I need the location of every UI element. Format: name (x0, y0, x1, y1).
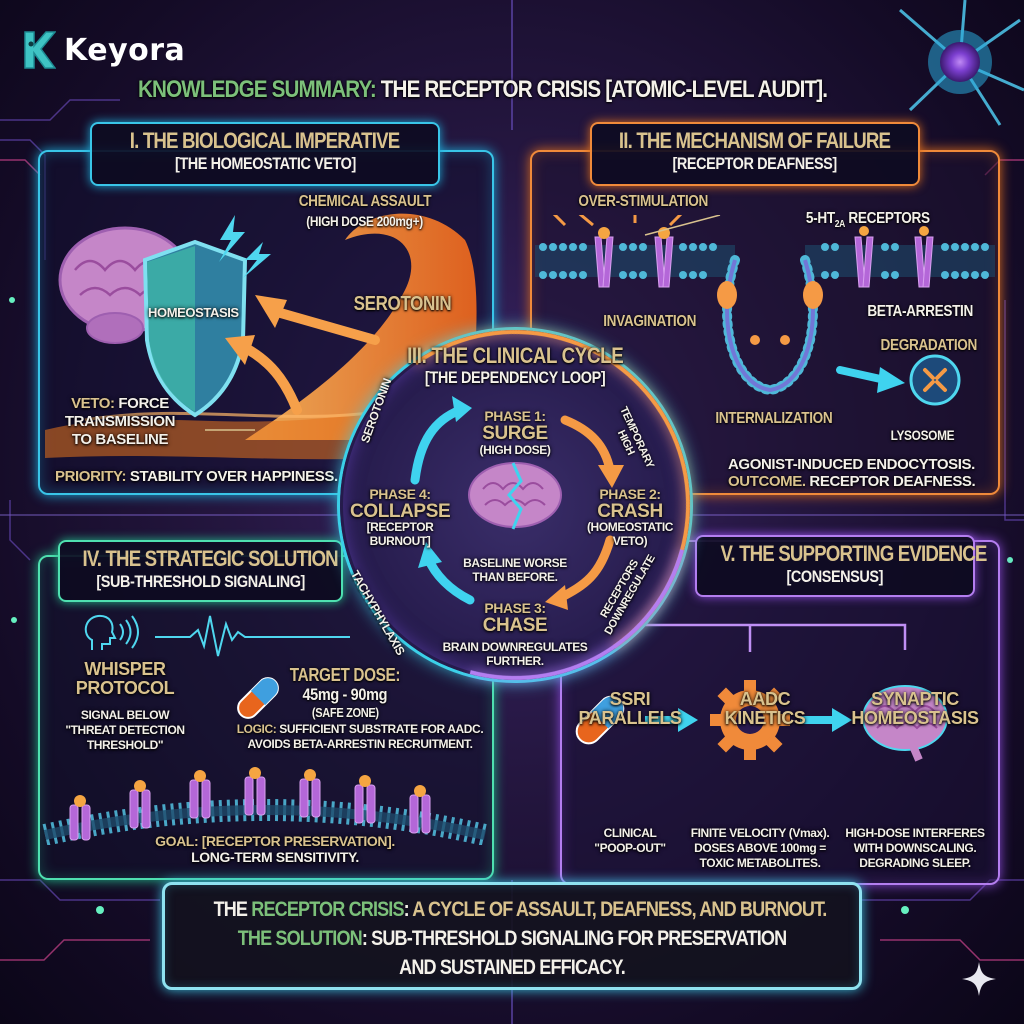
title-main: THE RECEPTOR CRISIS [ATOMIC-LEVEL AUDIT]… (375, 76, 828, 103)
phase-3-note: BRAIN DOWNREGULATES FURTHER. (442, 640, 588, 668)
cycle-arrows (410, 396, 624, 610)
sparkle-icon (962, 962, 996, 996)
capsule-icon (575, 695, 625, 745)
invagination-label: INVAGINATION (603, 313, 697, 330)
degradation-label: DEGRADATION (880, 337, 978, 354)
capsule-icon (237, 677, 279, 719)
center-note: BASELINE WORSE THAN BEFORE. (463, 556, 567, 584)
section-1-header: I. THE BIOLOGICAL IMPERATIVE [THE HOMEOS… (90, 122, 440, 186)
veto-label: VETO: FORCE TRANSMISSION TO BASELINE (64, 395, 176, 448)
section-4-subtitle: [SUB-THRESHOLD SIGNALING] (96, 572, 305, 591)
serotonin-label: SEROTONIN (353, 293, 452, 315)
section-5-header: V. THE SUPPORTING EVIDENCE [CONSENSUS] (695, 535, 987, 597)
over-stimulation-label: OVER-STIMULATION (578, 193, 708, 210)
summary-line-3: AND SUSTAINED EFFICACY. (399, 956, 626, 979)
receptor-membrane-icon (42, 767, 488, 845)
summary-line-2: THE SOLUTION: SUB-THRESHOLD SIGNALING FO… (237, 927, 787, 950)
cycle-arrow-icon (410, 396, 624, 610)
shield-icon (142, 239, 248, 418)
phase-4: PHASE 4: COLLAPSE [RECEPTOR BURNOUT] (350, 486, 451, 548)
phase-1: PHASE 1: SURGE (HIGH DOSE) (479, 408, 551, 457)
phase-3: PHASE 3: CHASE (482, 600, 548, 636)
lysosome-icon (909, 354, 961, 406)
receptors-label: 5-HT2A RECEPTORS (805, 210, 930, 231)
chemical-assault-label: CHEMICAL ASSAULT (298, 193, 432, 210)
mechanism-outcome: AGONIST-INDUCED ENDOCYTOSIS. OUTCOME. RE… (728, 456, 976, 490)
page-title: KNOWLEDGE SUMMARY: THE RECEPTOR CRISIS [… (138, 76, 828, 104)
k-logo-icon (22, 30, 57, 70)
lightning-icon (219, 215, 271, 278)
section-2-subtitle: [RECEPTOR DEAFNESS] (672, 154, 838, 173)
evidence-1-desc: CLINICAL"POOP-OUT" (594, 826, 666, 855)
evidence-2-desc: FINITE VELOCITY (Vmax).DOSES ABOVE 100mg… (690, 826, 830, 870)
section-3-subtitle: [THE DEPENDENCY LOOP] (424, 368, 606, 387)
section-3-title: III. THE CLINICAL CYCLE (406, 343, 624, 368)
section-1-title: I. THE BIOLOGICAL IMPERATIVE (130, 128, 400, 153)
summary-box: THE RECEPTOR CRISIS: A CYCLE OF ASSAULT,… (162, 882, 862, 990)
whisper-protocol-label: WHISPER PROTOCOL (75, 659, 175, 698)
section-4-title: IV. THE STRATEGIC SOLUTION (82, 546, 339, 571)
goal-note: GOAL: [RECEPTOR PRESERVATION]. LONG-TERM… (155, 833, 395, 865)
section-4-header: IV. THE STRATEGIC SOLUTION [SUB-THRESHOL… (58, 540, 343, 602)
vesicle-icon (717, 255, 823, 396)
section-5-subtitle: [CONSENSUS] (786, 567, 884, 586)
brand-name: Keyora (64, 32, 186, 68)
title-prefix: KNOWLEDGE SUMMARY: (138, 76, 377, 103)
safe-zone-label: (SAFE ZONE) (311, 705, 379, 720)
whisper-waveform (84, 614, 350, 657)
section-1-subtitle: [THE HOMEOSTATIC VETO] (174, 154, 356, 173)
phase-2: PHASE 2: CRASH (HOMEOSTATIC VETO) (586, 486, 674, 548)
threshold-note: SIGNAL BELOW "THREAT DETECTION THRESHOLD… (65, 708, 185, 752)
shield-label: HOMEOSTASIS (148, 305, 239, 320)
logic-note: LOGIC: SUFFICIENT SUBSTRATE FOR AADC. AV… (236, 722, 484, 751)
high-dose-label: (HIGH DOSE 200mg+) (306, 213, 424, 229)
evidence-connectors (575, 600, 948, 762)
whisper-head-icon (84, 614, 139, 650)
endocytosis-illustration (535, 215, 995, 406)
receptor-icon (594, 236, 934, 288)
neuron-icon (899, 0, 1024, 126)
summary-line-1: THE RECEPTOR CRISIS: A CYCLE OF ASSAULT,… (213, 898, 828, 921)
gear-icon (710, 680, 790, 760)
target-dose-range: 45mg - 90mg (302, 685, 388, 704)
brain-icon (862, 685, 948, 762)
target-dose-label: TARGET DOSE: (289, 665, 401, 685)
lysosome-label: LYSOSOME (890, 427, 955, 443)
section-2-title: II. THE MECHANISM OF FAILURE (619, 128, 891, 153)
membrane-icon (535, 243, 995, 279)
priority-label: PRIORITY: STABILITY OVER HAPPINESS. (55, 468, 338, 485)
section-2-header: II. THE MECHANISM OF FAILURE [RECEPTOR D… (590, 122, 920, 186)
section-5-title: V. THE SUPPORTING EVIDENCE (720, 541, 987, 566)
internalization-label: INTERNALIZATION (715, 410, 833, 427)
broken-brain-icon (468, 462, 562, 530)
waveform-icon (155, 615, 350, 657)
beta-arrestin-label: BETA-ARRESTIN (867, 303, 973, 320)
brand-logo: Keyora (22, 30, 185, 70)
